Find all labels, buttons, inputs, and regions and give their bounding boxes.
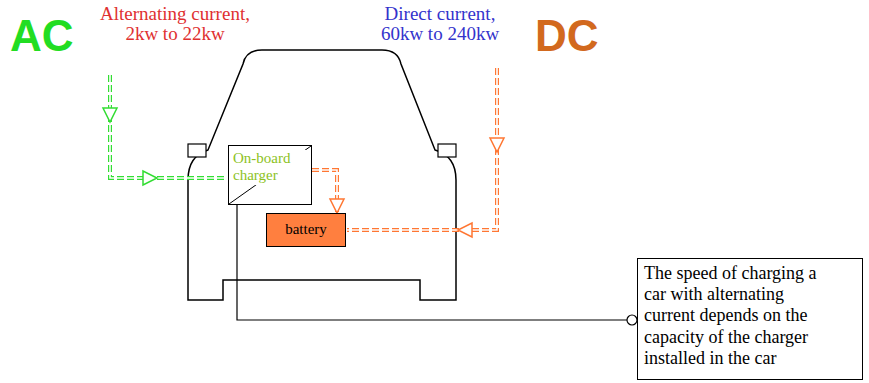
dc-dash-outer (347, 68, 497, 230)
leader-line (237, 205, 637, 325)
arrowhead (143, 171, 157, 185)
ac-power-range: Alternating current, 2kw to 22kw (95, 4, 255, 44)
connector-line (237, 205, 627, 320)
car-mirror (438, 144, 456, 157)
dc-heading: DC (535, 14, 599, 58)
car-mirror (188, 144, 206, 157)
arrowhead (458, 223, 472, 237)
ac-dash-inner (110, 75, 227, 178)
dc-dash-inner (347, 68, 497, 230)
ac-heading: AC (10, 14, 74, 58)
node-text: On-board charger (233, 150, 307, 185)
ac-supply-arrow (103, 75, 227, 185)
dc-power-range: Direct current, 60kw to 240kw (375, 4, 505, 44)
diagonal-line (229, 146, 311, 204)
arrowhead (330, 199, 344, 213)
arrowhead (103, 108, 117, 122)
arrowhead (490, 138, 504, 152)
charge-flow-arrow (312, 170, 344, 213)
dc-supply-arrow (347, 68, 504, 237)
car-outline (188, 50, 456, 300)
ac-dash-outer (110, 75, 227, 178)
node-text: The speed of charging a car with alterna… (644, 263, 830, 369)
callout-box: The speed of charging a car with alterna… (637, 258, 863, 380)
battery-box: battery (266, 213, 346, 247)
node-text: battery (285, 221, 327, 238)
on-board-charger-box: On-board charger (228, 145, 312, 205)
leader-dot (627, 315, 637, 325)
